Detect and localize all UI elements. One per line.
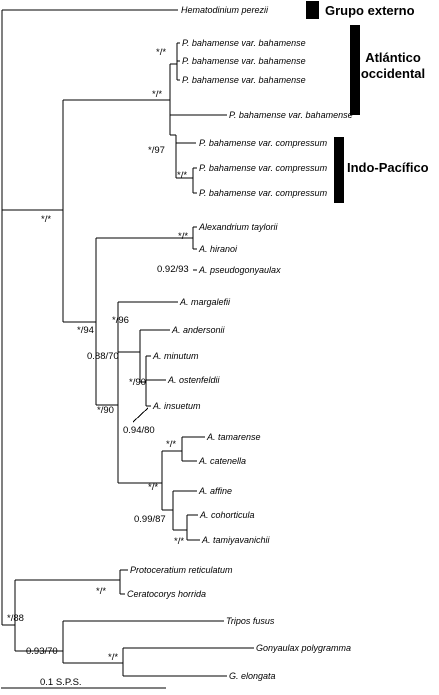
taxon-labels: Hematodinium perezii P. bahamense var. ba… xyxy=(127,5,353,681)
taxon-pb1: P. bahamense var. bahamense xyxy=(182,38,306,48)
support-root: */* xyxy=(41,214,51,225)
group-label-atl-1: occidental xyxy=(361,66,425,81)
taxon-aco: A. cohorticula xyxy=(199,510,255,520)
group-bar-atl xyxy=(350,25,360,115)
support-coh: */* xyxy=(174,536,184,547)
support-alex: */94 xyxy=(77,325,94,336)
support-pyro: */97 xyxy=(148,145,165,156)
taxon-ata: A. tamarense xyxy=(206,432,261,442)
group-bar-ext xyxy=(306,1,319,19)
support-90: */90 xyxy=(97,405,114,416)
taxon-hp: Hematodinium perezii xyxy=(181,5,269,15)
taxon-pc3: P. bahamense var. compressum xyxy=(199,188,328,198)
support-9987: 0.99/87 xyxy=(134,514,166,525)
support-96: */96 xyxy=(112,315,129,326)
support-pb: */* xyxy=(156,47,166,58)
taxon-pb2: P. bahamense var. bahamense xyxy=(182,56,306,66)
group-label-indo-0: Indo-Pacífico xyxy=(347,160,429,175)
support-aff: */* xyxy=(148,482,158,493)
scale-bar-label: 0.1 S.P.S. xyxy=(40,677,82,688)
taxon-ao: A. ostenfeldii xyxy=(167,375,221,385)
scale-bar: 0.1 S.P.S. xyxy=(1,677,166,689)
taxon-aa: A. andersonii xyxy=(171,325,226,335)
taxon-pb4: P. bahamense var. bahamense xyxy=(229,110,353,120)
taxon-af: A. affine xyxy=(198,486,232,496)
support-pbcore: */* xyxy=(152,89,162,100)
taxon-ac: A. catenella xyxy=(198,456,246,466)
taxon-ah: A. hiranoi xyxy=(198,244,238,254)
taxon-ch: Ceratocorys horrida xyxy=(127,589,206,599)
group-markers: Grupo externoAtlánticooccidentalIndo-Pac… xyxy=(306,1,429,203)
support-outer: */88 xyxy=(7,613,24,624)
taxon-gp: Gonyaulax polygramma xyxy=(256,643,351,653)
support-9370: 0.93/70 xyxy=(26,646,58,657)
support-gony: */* xyxy=(108,652,118,663)
support-hir: 0.92/93 xyxy=(157,264,189,275)
taxon-tf: Tripos fusus xyxy=(226,616,275,626)
support-88: 0.88/70 xyxy=(87,351,119,362)
taxon-atm: A. tamiyavanichii xyxy=(201,535,271,545)
taxon-pb3: P. bahamense var. bahamense xyxy=(182,75,306,85)
support-min: */90 xyxy=(129,377,146,388)
taxon-pc1: P. bahamense var. compressum xyxy=(199,138,328,148)
taxon-pr: Protoceratium reticulatum xyxy=(130,565,233,575)
taxon-ai: A. insuetum xyxy=(152,401,201,411)
taxon-ami: A. minutum xyxy=(152,351,199,361)
taxon-pc2: P. bahamense var. compressum xyxy=(199,163,328,173)
support-tam: */* xyxy=(166,439,176,450)
support-9480: 0.94/80 xyxy=(123,425,155,436)
branch-63 xyxy=(132,407,149,423)
taxon-ap: A. pseudogonyaulax xyxy=(198,265,281,275)
taxon-ge: G. elongata xyxy=(229,671,276,681)
taxon-at: Alexandrium taylorii xyxy=(198,222,279,232)
support-labels: */* */* */97 */* */* */94 */* 0.92/93 */96 0.88/7… xyxy=(7,47,189,663)
support-tay: */* xyxy=(178,231,188,242)
group-bar-indo xyxy=(334,137,344,203)
group-label-ext-0: Grupo externo xyxy=(325,3,415,18)
tree-branches xyxy=(1,9,254,677)
taxon-am: A. margalefii xyxy=(179,297,231,307)
group-label-atl-0: Atlántico xyxy=(365,50,421,65)
support-pc: */* xyxy=(177,170,187,181)
support-proto: */* xyxy=(96,586,106,597)
